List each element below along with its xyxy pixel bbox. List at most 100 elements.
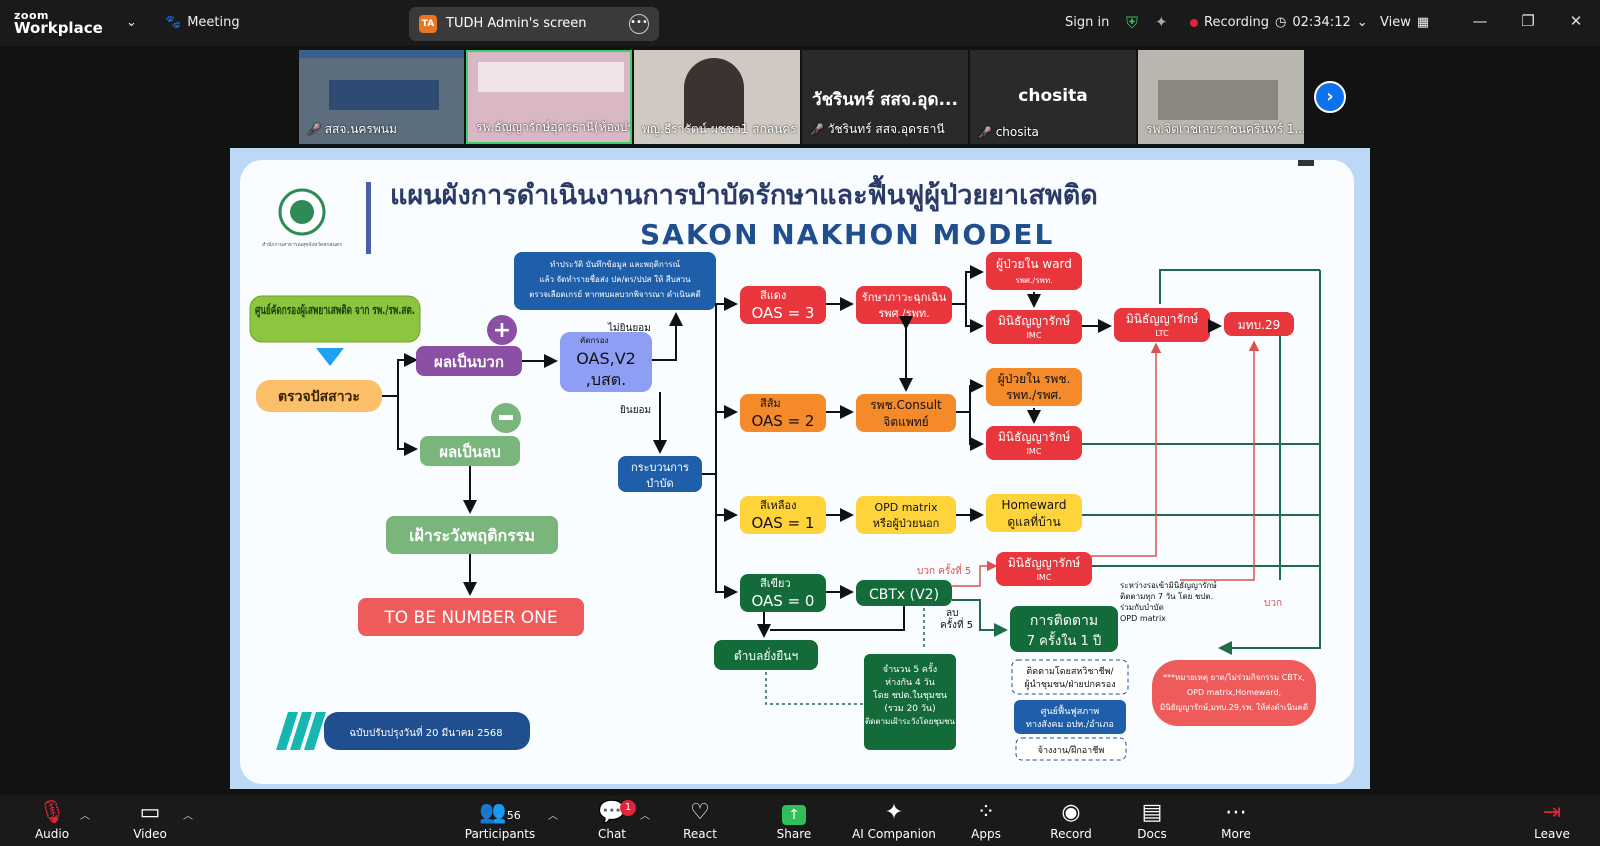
participant-tile[interactable]: รพ.จิตเวชเลยราชนครินทร์ 1... [1138,50,1304,144]
record-button[interactable]: ◉ Record [1046,799,1096,841]
paw-icon: 🐾 [165,15,182,30]
react-label: React [683,827,717,841]
ward-text-1: ผู้ป่วยใน ward [996,257,1072,272]
mtb-box [1224,312,1294,336]
negative5-label-1: ลบ [946,608,958,619]
close-icon[interactable]: ✕ [1569,12,1583,30]
ward-text-2: รพศ./รพท. [1015,276,1052,285]
participants-label: Participants [464,827,536,841]
inpatient-box [986,368,1082,406]
follow-box1-text-2: ผู้นำชุมชน/ฝ่ายปกครอง [1024,679,1115,690]
imc2-box [986,426,1082,460]
meeting-menu[interactable]: 🐾 Meeting [165,15,240,30]
participant-tile[interactable]: พญ.ธีรารัตน์ ผชชว1 สกลนคร [634,50,800,144]
leave-label: Leave [1534,827,1570,841]
recording-label: Recording [1204,15,1270,30]
tambon-box [714,640,818,670]
leave-button[interactable]: ⇥ Leave [1532,799,1572,841]
minimize-icon[interactable]: — [1472,12,1488,30]
apps-button[interactable]: ⁘ Apps [966,799,1006,841]
participant-name-text: วัชรินทร์ สสจ.อุดรธานี [827,122,945,136]
green-oas-box [740,574,826,612]
arrow-line [952,599,1008,637]
share-button[interactable]: ↑ Share [774,799,814,841]
imc2-text-1: มินิธัญญารักษ์ [998,430,1071,444]
yellow-oas-text: OAS = 1 [752,514,815,532]
consult-text-1: รพช.Consult [870,398,942,412]
sign-in-button[interactable]: Sign in [1065,15,1109,30]
plus-icon [487,315,517,345]
mic-muted-icon: 🎤̸ [978,125,992,139]
opd-text-1: OPD matrix [874,501,938,514]
participant-tile[interactable]: chosita 🎤̸chosita [970,50,1136,144]
chat-label: Chat [597,827,627,841]
video-button[interactable]: ▭ Video [130,799,170,841]
more-options-icon[interactable]: ••• [629,14,649,34]
orange-label: สีส้ม [760,397,781,410]
cbtx-text: CBTx (V2) [869,587,939,603]
arrow-line [770,606,905,631]
opd-box [856,496,956,534]
caret-up-icon[interactable]: ︿ [548,811,558,822]
history-text-3: ตรวจเลือดเกรย์ หากพบผลบวกพิจารณา ดำเนินค… [529,289,701,299]
dotted-line [765,672,864,705]
react-button[interactable]: ♡ React [680,799,720,841]
participant-tile[interactable]: 🎤̸สสจ.นครพนม [299,50,464,144]
positive-text: ผลเป็นบวก [434,352,504,371]
expand-icon [1298,160,1314,166]
document-icon: ▤ [1141,800,1163,825]
next-page-button[interactable]: › [1314,81,1346,113]
yellow-oas-box [740,496,826,534]
negative-box [420,436,520,466]
audio-label: Audio [34,827,70,841]
more-icon: ⋯ [1225,800,1247,825]
caret-up-icon[interactable]: ︿ [80,811,90,822]
video-camera-icon: ▭ [139,800,161,825]
imc1-text-2: IMC [1027,331,1042,340]
remark-text-2: OPD matrix,Homeward, [1187,688,1281,697]
participant-name-text: รพ.ธัญญารักษ์อุดรธานี(ห้องปร... [476,120,632,134]
audio-button[interactable]: 🎙 Audio [32,799,72,841]
screen-share-indicator[interactable]: TA TUDH Admin's screen ••• [409,7,659,41]
red-oas-box [740,286,826,324]
yellow-label: สีเหลือง [760,499,797,512]
participant-tile[interactable]: วัชรินทร์ สสจ.อุด... 🎤̸วัชรินทร์ สสจ.อุด… [802,50,968,144]
inpatient-text-2: รพท./รพศ. [1006,388,1062,402]
imc3-text-2: IMC [1037,573,1052,582]
version-text: ฉบับปรับปรุงวันที่ 20 มีนาคม 2568 [349,725,502,739]
ltc-box [1114,308,1210,342]
ai-companion-button[interactable]: ✦ AI Companion [852,799,936,841]
ward-box [986,252,1082,290]
meeting-timer[interactable]: ◷ 02:34:12 ⌄ [1275,15,1368,30]
bottom-toolbar: 🎙 Audio ︿ ▭ Video ︿ 👥56 Participants ︿ 💬… [0,795,1600,846]
participants-button[interactable]: 👥56 Participants [460,799,540,841]
docs-button[interactable]: ▤ Docs [1132,799,1172,841]
leave-icon: ⇥ [1542,800,1562,825]
timer-value: 02:34:12 [1292,15,1351,30]
chat-button[interactable]: 💬 1 Chat [592,799,636,841]
sparkle-icon[interactable]: ✦ [1155,13,1168,31]
restore-icon[interactable]: ❐ [1521,12,1535,30]
chevron-down-icon[interactable]: ⌄ [126,15,137,30]
title-bar-accent [366,182,371,254]
moph-logo-inner [290,200,314,224]
mic-muted-icon: 🎤̸ [810,123,824,136]
participant-tile-active[interactable]: รพ.ธัญญารักษ์อุดรธานี(ห้องปร... [466,50,632,144]
view-button[interactable]: View ▦ [1380,15,1429,30]
shield-check-icon[interactable]: ⛨ [1126,13,1139,32]
arrow-line [715,515,738,599]
stripe-decor [276,712,298,750]
orange-oas-box [740,394,826,432]
arrow-line [652,312,683,361]
arrow-line [956,379,984,413]
version-box [324,712,530,750]
more-label: More [1221,827,1251,841]
more-button[interactable]: ⋯ More [1216,799,1256,841]
recording-indicator[interactable]: Recording [1190,15,1269,30]
caret-up-icon[interactable]: ︿ [183,811,193,822]
caret-up-icon[interactable]: ︿ [640,811,650,822]
record-icon: ◉ [1061,800,1081,825]
imc3-box [996,552,1092,586]
follow-box3-text: จ้างงาน/ฝึกอาชีพ [1038,745,1105,756]
